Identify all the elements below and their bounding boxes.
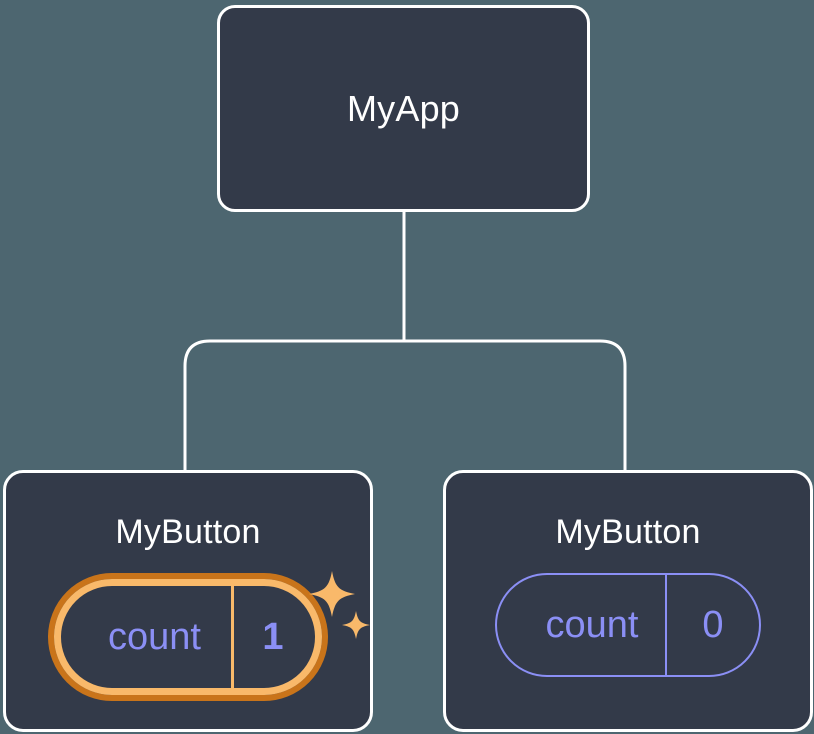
node-title: MyButton	[555, 513, 701, 551]
node-title: MyButton	[115, 513, 261, 551]
node-myapp[interactable]: MyApp	[217, 5, 590, 212]
state-badge-wrapper: count 0	[495, 573, 761, 677]
node-title: MyApp	[346, 87, 461, 129]
node-mybutton-left[interactable]: MyButton count 1	[3, 470, 373, 732]
state-pill-plain[interactable]: count 0	[495, 573, 761, 677]
sparkle-small-icon	[342, 611, 370, 639]
state-key-label: count	[108, 616, 201, 658]
state-value-cell: 0	[667, 575, 759, 675]
state-badge-wrapper: count 1	[48, 571, 370, 701]
state-key-label: count	[545, 604, 639, 646]
state-value-label: 0	[702, 604, 724, 646]
state-key-cell: count	[497, 575, 667, 675]
connector-child-bus	[183, 339, 627, 470]
state-value-label: 1	[262, 616, 284, 658]
state-pill-highlighted[interactable]: count 1	[48, 573, 328, 701]
state-key-cell: count	[54, 579, 234, 695]
state-value-cell: 1	[234, 579, 322, 695]
node-mybutton-right[interactable]: MyButton count 0	[443, 470, 813, 732]
